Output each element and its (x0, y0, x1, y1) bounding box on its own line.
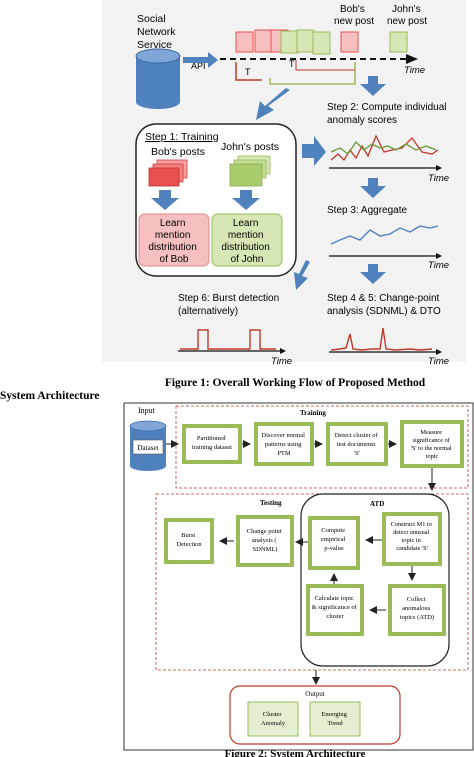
detect-cluster-box: Detect cluster of test documents 'S' (326, 422, 388, 466)
sns-label: Social Network Service (137, 13, 178, 51)
section-heading: System Architecture (0, 390, 100, 402)
measure-box: Measure significance of 'S' to the norma… (400, 420, 464, 468)
training-label: Training (300, 409, 326, 417)
svg-text:Construct M1 to detect: Construct M1 to detect unusual topic in … (391, 521, 434, 552)
collect-box: Collect anomalous topics (ATD) (388, 584, 446, 636)
figure-1-caption: Figure 1: Overall Working Flow of Propos… (165, 377, 426, 389)
svg-text:Partitioned training d: Partitioned training dataset (192, 435, 232, 451)
figure-2-caption: Figure 2: System Architecture (225, 748, 366, 757)
step6-label: Step 6: Burst detection (alternatively) (178, 293, 282, 317)
bobs-new-post-label: Bob's new post (334, 4, 374, 27)
svg-text:Cluster Anomaly: Cluster Anomaly (261, 711, 286, 727)
change-point-box: Change point analysis ( SDNML) (236, 515, 294, 567)
window-t-label-1: T (245, 67, 251, 77)
step3-label: Step 3: Aggregate (327, 205, 408, 216)
dataset-label: Dataset (138, 444, 159, 452)
learn-john-box (211, 213, 283, 267)
step1-to-step2-arrow-icon (302, 136, 326, 166)
johns-new-post-icon (389, 31, 408, 53)
bobs-posts-label: Bob's posts (151, 146, 205, 158)
window-t-label-2: T (289, 59, 295, 69)
discover-box: Discover normal patterns using PTM (254, 422, 314, 466)
timeline-arrow-icon (406, 54, 418, 64)
svg-text:Emerging Trend: Emerging Trend (321, 711, 348, 727)
database-icon (135, 48, 181, 109)
svg-text:Burst Detection: Burst Detection (176, 532, 202, 548)
to-training-arrow-icon (256, 88, 290, 120)
step6-time-label: Time (271, 356, 292, 367)
figure-1: Social Network Service API Time (102, 0, 466, 389)
emerging-trend-box: Emerging Trend (309, 701, 361, 737)
svg-text:Change point analysis: Change point analysis ( SDNML) (247, 528, 283, 553)
timeline-posts (235, 29, 408, 55)
step6-plot: Time (178, 329, 292, 367)
johns-posts-label: John's posts (221, 141, 279, 153)
atd-label: ATD (370, 500, 384, 508)
compute-empirical-box: Compute empirical p-value (308, 516, 360, 570)
to-step3-arrow-icon (360, 178, 386, 198)
step45-label: Step 4 & 5: Change-point analysis (SDNML… (327, 293, 442, 317)
to-step2-arrow-icon (360, 76, 386, 96)
testing-label: Testing (260, 499, 282, 507)
to-step45-arrow-icon (360, 264, 386, 284)
api-label: API (191, 61, 206, 71)
step3-time-label: Time (428, 260, 449, 271)
input-label: Input (138, 406, 156, 415)
construct-m1-box: Construct M1 to detect unusual topic in … (382, 512, 442, 566)
learn-bob-label: Learn mention distribution of Bob (148, 218, 199, 265)
learn-bob-box (138, 213, 210, 267)
to-step6-arrow-icon (294, 260, 310, 290)
step1-title: Step 1: Training (145, 131, 219, 143)
step3-plot: Time (329, 225, 449, 271)
step2-time-label: Time (428, 173, 449, 184)
svg-text:Detect cluster of test: Detect cluster of test documents 'S' (335, 432, 380, 457)
bob-down-arrow-icon (151, 190, 179, 210)
time-label-top: Time (404, 65, 425, 76)
step2-label: Step 2: Compute individual anomaly score… (327, 102, 449, 126)
svg-text:Compute empirical: Compute empirical p-value (321, 527, 347, 552)
figure-2: Input Dataset Training Partitioned train… (123, 402, 474, 757)
svg-text:Discover normal patter: Discover normal patterns using PTM (261, 432, 306, 457)
burst-detection-box: Burst Detection (164, 518, 214, 564)
svg-text:Measure significance o: Measure significance of 'S' to the norma… (411, 429, 454, 460)
step45-plot: Time (329, 327, 449, 367)
step45-time-label: Time (428, 356, 449, 367)
learn-john-label: Learn mention distribution of John (221, 218, 272, 265)
svg-text:Calculate topic & sign: Calculate topic & significance of cluste… (312, 595, 359, 620)
cluster-anomaly-box: Cluster Anomaly (247, 701, 299, 737)
partitioned-box: Partitioned training dataset (182, 424, 242, 464)
window-brackets (235, 60, 356, 85)
testing-region (155, 493, 469, 671)
calc-topic-box: Calculate topic & significance of cluste… (306, 584, 364, 636)
johns-new-post-label: John's new post (387, 4, 427, 27)
step2-plot: Time (329, 134, 449, 184)
api-arrow-icon (183, 52, 218, 68)
johns-posts-stack-icon (229, 155, 271, 187)
bobs-posts-stack-icon (148, 159, 188, 187)
output-label: Output (305, 690, 325, 698)
svg-text:Collect anomalous: Collect anomalous topics (ATD) (400, 596, 434, 621)
bobs-new-post-icon (340, 31, 359, 53)
john-down-arrow-icon (232, 190, 260, 210)
dataset-box (132, 439, 164, 455)
